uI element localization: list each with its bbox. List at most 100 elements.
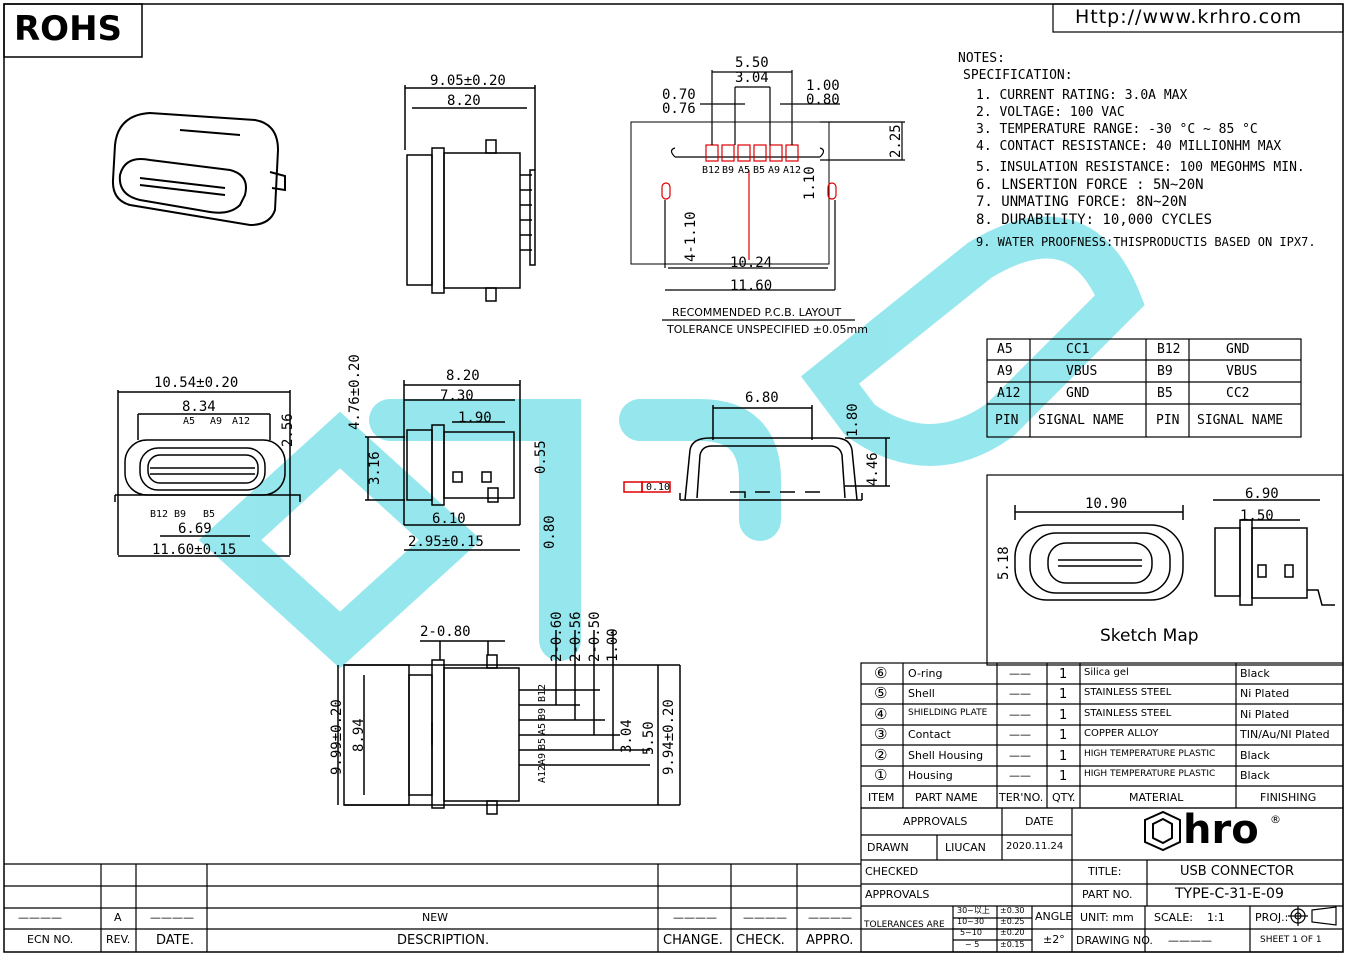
tb-title: USB CONNECTOR [1180,864,1295,879]
bom-h-qty: QTY. [1052,791,1076,804]
front-pin-b5: B5 [203,509,216,520]
dim-0-80-b: 0.80 [542,515,558,549]
tb-sheet: SHEET 1 OF 1 [1260,935,1322,945]
note-6: 6. LNSERTION FORCE : 5N~20N [976,177,1204,193]
bom-cell: COPPER ALLOY [1084,728,1159,739]
hro-watermark [198,216,1145,669]
rev-row-date: ———— [150,911,194,924]
dim-3-04: 3.04 [735,70,769,86]
rev-h-desc: DESCRIPTION. [397,933,490,948]
side-pin-a5: A5 [537,722,548,735]
side-view-top [404,85,536,302]
projection-symbol [1288,906,1337,926]
note-7: 7. UNMATING FORCE: 8N~20N [976,194,1187,210]
flatness-0-10: 0.10 [646,482,671,493]
bom-cell: Shell Housing [908,749,984,762]
dim-2-0-60: 2-0.60 [549,611,565,662]
rev-row-ecn: ———— [18,911,62,924]
rohs-label: ROHS [14,9,123,49]
rev-h-appro: APPRO. [806,933,854,948]
pin-table-r2c3: B9 [1157,364,1173,379]
bom-cell: 1 [1059,708,1068,723]
pin-table-h1: PIN [995,413,1019,428]
bom-cell: HIGH TEMPERATURE PLASTIC [1084,769,1216,779]
bom-cell: HIGH TEMPERATURE PLASTIC [1084,749,1216,759]
iso-view [111,111,286,227]
pin-table-r1c1: A5 [997,342,1013,357]
dim-11-60-b: 11.60±0.15 [152,542,237,558]
dim-8-20-top: 8.20 [447,93,481,109]
title-block-lines [860,807,1344,953]
bom-cell: STAINLESS STEEL [1084,687,1172,698]
rev-row-desc: NEW [422,911,449,924]
pin-table-r1c4: GND [1226,342,1250,357]
notes-spec: SPECIFICATION: [963,68,1073,83]
pcb-layout [630,70,905,321]
dim-2-0-50: 2-0.50 [587,611,603,662]
dim-4-76: 4.76±0.20 [347,354,363,430]
dim-9-05: 9.05±0.20 [430,73,506,89]
pcb-pin-a9: A9 [768,165,781,176]
tb-part-label: PART NO. [1082,888,1133,901]
bom-cell: —— [1009,728,1031,741]
rev-row-appro: ———— [808,911,852,924]
dim-10-54: 10.54±0.20 [154,375,239,391]
dim-2-95: 2.95±0.15 [408,534,484,550]
bom-h-part: PART NAME [915,791,978,804]
bom-cell: Ni Plated [1240,687,1290,700]
bom-table-lines [860,662,1344,809]
tb-approvals: APPROVALS [865,888,930,901]
bom-cell: —— [1009,687,1031,700]
bom-cell: SHIELDING PLATE [908,708,988,718]
bom-cell: ④ [874,705,888,723]
dim-9-94: 9.94±0.20 [661,699,677,775]
tb-title-label: TITLE: [1088,865,1122,878]
side-pin-b5: B5 [537,737,548,750]
front-view [114,390,301,557]
note-9: 9. WATER PROOFNESS:THISPRODUCTIS BASED O… [976,235,1316,249]
bom-cell: ① [874,766,888,784]
tol-val-2: ±0.25 [1000,917,1025,926]
tb-scale-label: SCALE: [1154,911,1193,924]
hro-logo-mark [1144,810,1181,852]
tol-val-4: ±0.15 [1000,940,1025,949]
tb-part-no: TYPE-C-31-E-09 [1175,886,1284,902]
tb-proj: PROJ.: [1255,911,1289,924]
pin-table-r3c1: A12 [997,386,1021,401]
tb-checked: CHECKED [865,865,919,878]
pin-table-r2c2: VBUS [1066,364,1098,379]
dim-0-80: 0.80 [806,92,840,108]
dim-8-34: 8.34 [182,399,216,415]
bom-cell: ⑥ [874,664,888,682]
bom-cell: Silica gel [1084,667,1129,678]
dim-0-70: 0.70 [662,87,696,103]
tol-val-1: ±0.30 [1000,906,1025,915]
dim-2-25: 2.25 [888,124,904,158]
rev-h-rev: REV. [106,933,131,946]
bom-cell: ⑤ [874,684,888,702]
side-view-mid [365,380,521,551]
bom-cell: 1 [1059,749,1068,764]
bom-cell: 1 [1059,769,1068,784]
dim-3-04-b: 3.04 [619,719,635,753]
dim-8-94: 8.94 [351,718,367,752]
bom-cell: STAINLESS STEEL [1084,708,1172,719]
dim-5-18: 5.18 [996,546,1012,580]
rev-row-check: ———— [743,911,787,924]
tb-scale: 1:1 [1207,911,1225,924]
dim-1-00: 1.00 [806,78,840,94]
bom-cell: O-ring [908,667,943,680]
bom-cell: Housing [908,769,953,782]
sketch-map-label: Sketch Map [1100,626,1199,646]
tb-drawing-no: DRAWING NO. [1076,934,1153,947]
dim-10-90: 10.90 [1085,496,1128,512]
dim-6-90: 6.90 [1245,486,1279,502]
pcb-caption: RECOMMENDED P.C.B. LAYOUT [672,306,842,319]
bom-cell: Ni Plated [1240,708,1290,721]
website-url[interactable]: Http://www.krhro.com [1075,6,1303,28]
dim-2-56: 2.56 [280,413,296,447]
dim-0-55: 0.55 [533,440,549,474]
tol-range-4: ~ 5 [965,940,980,949]
dim-7-30: 7.30 [440,388,474,404]
tb-angle-label: ANGLE [1035,910,1073,923]
